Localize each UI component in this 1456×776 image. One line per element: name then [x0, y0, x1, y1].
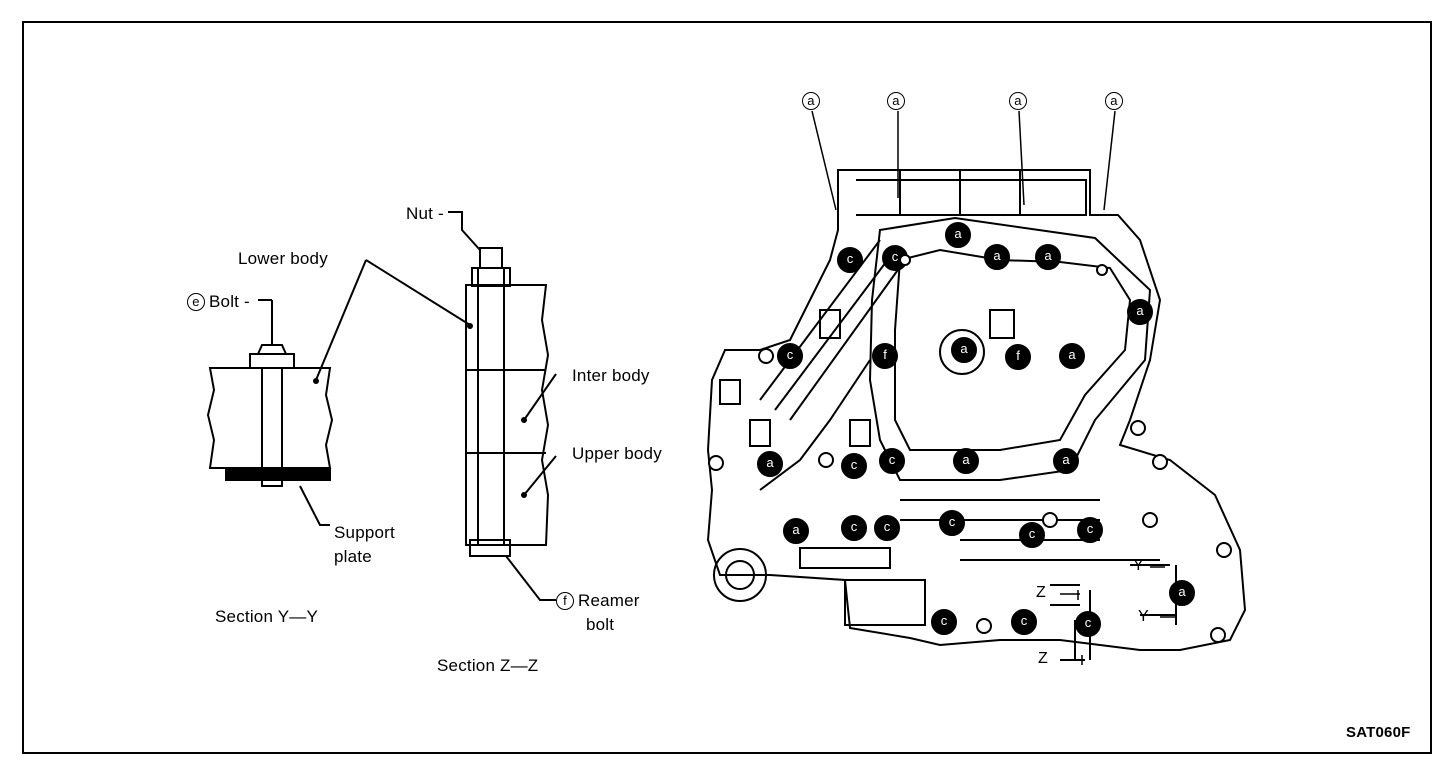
bolt-letter: c [1086, 521, 1094, 536]
section-mark-z-2: Z [1038, 650, 1048, 667]
bolt-letter: a [766, 455, 774, 470]
callout-a-3: a [1009, 91, 1031, 111]
callout-a-icon: a [802, 92, 820, 110]
section-zz-drawing [365, 211, 557, 601]
bolt-letter: a [1136, 303, 1144, 318]
section-mark-z-1: Z [1036, 584, 1046, 601]
section-yy-drawing [206, 259, 367, 526]
section-mark-y-2: Y [1138, 608, 1149, 625]
bolt-letter: a [954, 226, 962, 241]
label-section-yy: Section Y—Y [215, 607, 318, 626]
valve-body-main [706, 169, 1247, 661]
callout-a-1: a [802, 91, 824, 111]
bolt-letter: c [850, 519, 858, 534]
callout-a-icon: a [1105, 92, 1123, 110]
callout-a-icon: a [1009, 92, 1027, 110]
label-support-plate: Support plate [334, 523, 395, 566]
bolt-letter: a [1062, 452, 1070, 467]
label-lower-body: Lower body [238, 249, 328, 268]
reamer-marker-icon: f [556, 592, 574, 610]
callout-a-4: a [1105, 91, 1127, 111]
bolt-letter: a [792, 522, 800, 537]
figure-code: SAT060F [1346, 724, 1411, 741]
bolt-letter: f [883, 347, 887, 362]
bolt-letter: a [1178, 584, 1186, 599]
callout-a-icon: a [887, 92, 905, 110]
bolt-washers [708, 254, 1232, 643]
bolt-letter: c [891, 249, 899, 264]
callout-a-2: a [887, 91, 909, 111]
bolt-letter: c [940, 613, 948, 628]
bolt-letter: c [1028, 526, 1036, 541]
bolt-letter: a [962, 452, 970, 467]
bolt-letter: c [948, 514, 956, 529]
section-mark-y-1: Y [1133, 557, 1144, 574]
label-section-zz: Section Z—Z [437, 656, 539, 675]
bolt-letter: c [883, 519, 891, 534]
bolt-letter: c [1020, 613, 1028, 628]
bolt-letter: c [850, 457, 858, 472]
bolt-letter: a [993, 248, 1001, 263]
bolt-letter: c [1084, 615, 1092, 630]
bolt-letter: a [960, 341, 968, 356]
bolt-letter: c [888, 452, 896, 467]
label-upper-body: Upper body [572, 444, 662, 463]
label-inter-body: Inter body [572, 366, 650, 385]
label-nut: Nut - [406, 204, 444, 223]
bolt-marker-icon: e [187, 293, 205, 311]
figure-frame [22, 21, 1432, 754]
bolt-letter: c [786, 347, 794, 362]
bolt-letter: a [1068, 347, 1076, 362]
bolt-letter: a [1044, 248, 1052, 263]
bolt-letter: c [846, 251, 854, 266]
bolt-letter: f [1016, 348, 1020, 363]
